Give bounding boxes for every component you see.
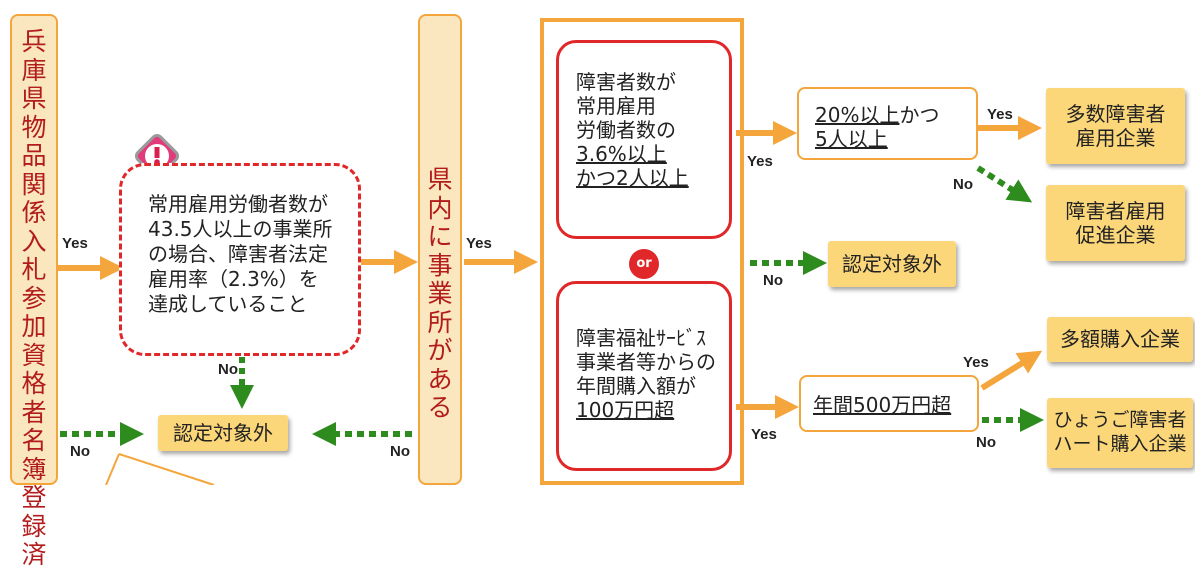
result-large-purchase: 多額購入企業 xyxy=(1047,317,1193,362)
condition-text: 常用雇用労働者数が 43.5人以上の事業所 の場合、障害者法定 雇用率（2.3%… xyxy=(148,192,333,316)
arrow-criteria-to-r3 xyxy=(980,350,1043,391)
bottom-line-3: 年間購入額が xyxy=(576,374,696,398)
outer-criteria-frame xyxy=(540,18,744,485)
condition-box: 常用雇用労働者数が 43.5人以上の事業所 の場合、障害者法定 雇用率（2.3%… xyxy=(119,163,361,356)
top-line-5: かつ2人以上 xyxy=(576,166,689,190)
result-many-disabled-employer: 多数障害者 雇用企業 xyxy=(1046,88,1185,164)
mid-bar-text: 県 内 に 事 業 所 が あ る xyxy=(427,165,453,422)
top-line-3: 労働者数の xyxy=(576,118,676,142)
label-yes-3: Yes xyxy=(747,153,773,170)
pointer-line-1 xyxy=(105,453,120,485)
label-no-4: No xyxy=(763,272,783,289)
result-employment-promotion: 障害者雇用 促進企業 xyxy=(1046,185,1185,261)
label-no-6: No xyxy=(976,434,996,451)
result-heart-purchase: ひょうご障害者 ハート購入企業 xyxy=(1047,398,1193,468)
criteria-500man-box: 年間500万円超 xyxy=(799,375,979,432)
label-yes-5: Yes xyxy=(963,354,989,371)
bottom-line-1: 障害福祉ｻｰﾋﾞｽ xyxy=(576,326,706,350)
label-yes-2: Yes xyxy=(466,235,492,252)
or-badge: or xyxy=(629,249,659,279)
connector-layer xyxy=(58,116,1044,485)
bottom-line-4: 100万円超 xyxy=(576,398,675,422)
left-registration-bar: 兵 庫 県 物 品 関 係 入 札 参 加 資 格 者 名 簿 登 録 済 xyxy=(10,14,58,569)
criteria-box-bottom: 障害福祉ｻｰﾋﾞｽ 事業者等からの 年間購入額が 100万円超 xyxy=(556,281,732,471)
label-no-1: No xyxy=(218,361,238,378)
label-yes-1: Yes xyxy=(62,235,88,252)
label-yes-4: Yes xyxy=(987,106,1013,123)
top-line-1: 障害者数が xyxy=(576,70,676,94)
label-yes-6: Yes xyxy=(751,426,777,443)
top-line-2: 常用雇用 xyxy=(576,94,656,118)
not-eligible-right: 認定対象外 xyxy=(828,241,956,287)
arrow-no-criteria-to-r2 xyxy=(976,165,1033,203)
mid-office-bar: 県 内 に 事 業 所 が あ る xyxy=(418,14,462,485)
top-line-4: 3.6%以上 xyxy=(576,142,667,166)
label-no-3: No xyxy=(390,443,410,460)
label-no-5: No xyxy=(953,176,973,193)
criteria-20pct-box: 20%以上かつ 5人以上 xyxy=(797,87,978,160)
label-no-2: No xyxy=(70,443,90,460)
pointer-line-2 xyxy=(118,453,215,485)
left-bar-text: 兵 庫 県 物 品 関 係 入 札 参 加 資 格 者 名 簿 登 録 済 xyxy=(21,27,47,569)
not-eligible-center: 認定対象外 xyxy=(158,415,288,451)
criteria-box-top: 障害者数が 常用雇用 労働者数の 3.6%以上 かつ2人以上 xyxy=(556,40,732,239)
bottom-line-2: 事業者等からの xyxy=(576,350,716,374)
